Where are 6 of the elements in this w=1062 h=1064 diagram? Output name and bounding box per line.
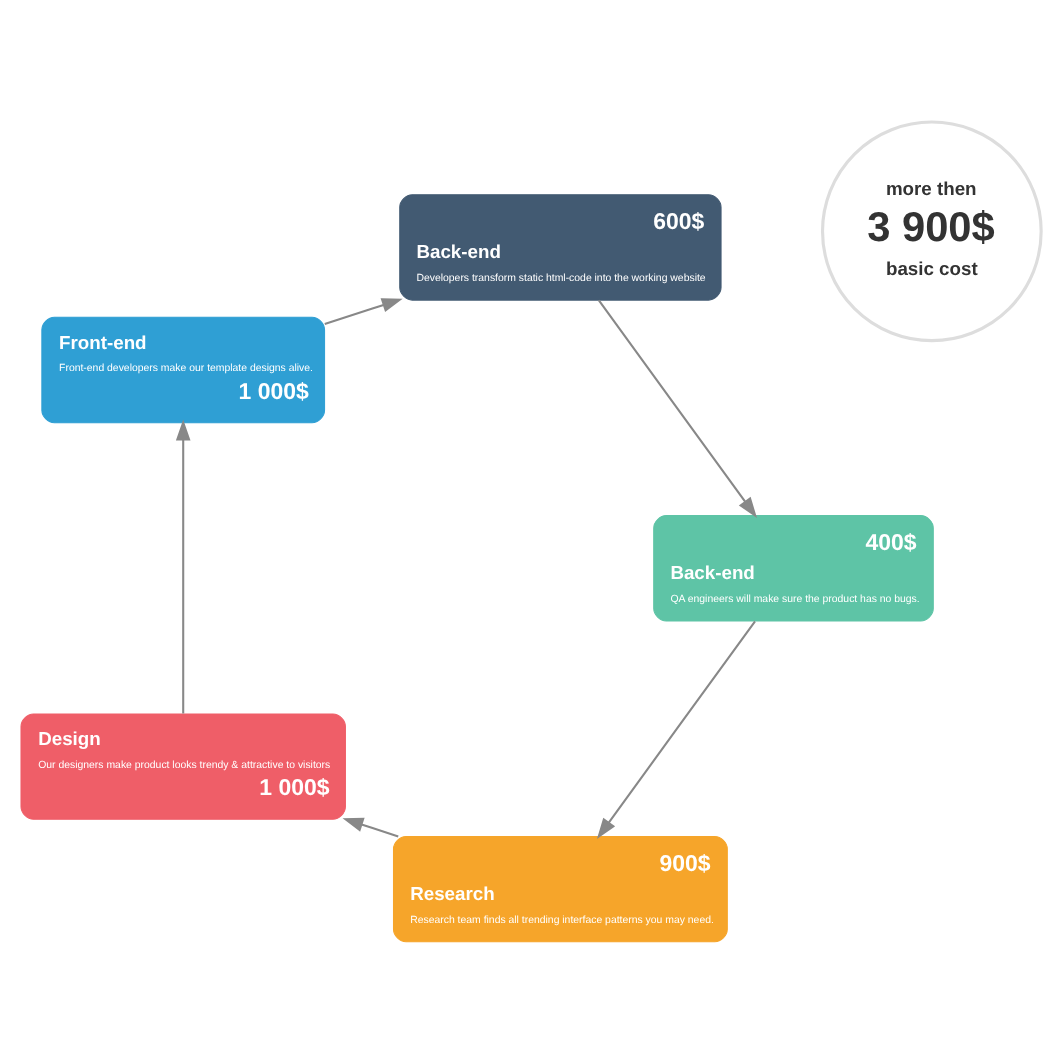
arrow bbox=[324, 298, 403, 325]
arrow bbox=[175, 419, 191, 714]
arrow bbox=[598, 299, 757, 519]
arrow bbox=[342, 817, 399, 838]
arrow bbox=[596, 620, 756, 839]
node-circle: more then 3 900$ basic cost bbox=[820, 120, 1043, 343]
